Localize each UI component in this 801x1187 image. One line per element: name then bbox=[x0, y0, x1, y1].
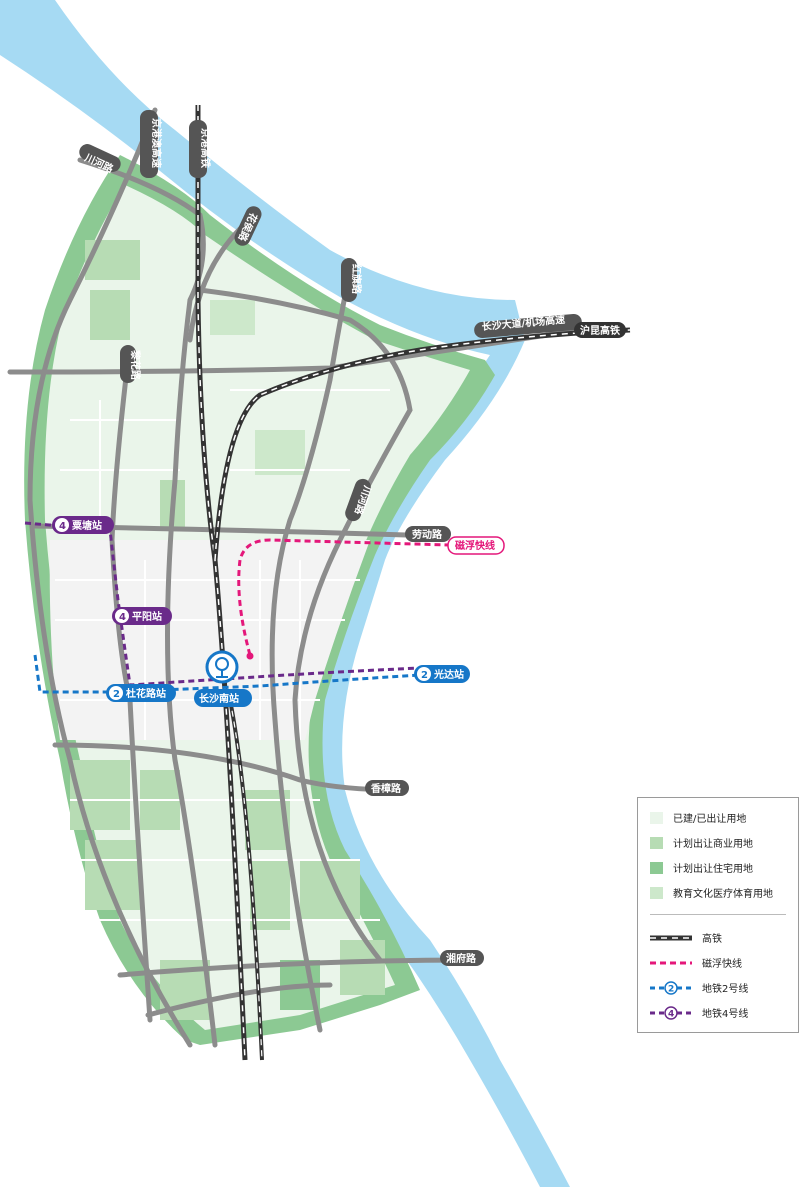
road-labels: 京港澳高速 京港高铁 川河路 花侯路 红旗路 长沙大道/机场高速 沪昆高铁 黎花… bbox=[79, 110, 626, 966]
parcel-residential bbox=[250, 860, 290, 930]
line4-badge-icon bbox=[55, 518, 69, 532]
legend-row-built: 已建/已出让用地 bbox=[650, 810, 746, 825]
road-label-laodong: 劳动路 bbox=[412, 528, 443, 541]
station-pingyang: 平阳站 bbox=[132, 610, 162, 623]
station-label-badge bbox=[194, 689, 252, 707]
legend-row-metro4: 4 地铁4号线 bbox=[650, 1005, 748, 1020]
metro2-legend-icon: 2 bbox=[650, 980, 692, 995]
parcel-commercial bbox=[85, 240, 140, 280]
legend-row-metro2: 2 地铁2号线 bbox=[650, 980, 748, 995]
road-label-xiangzhang: 香樟路 bbox=[371, 782, 402, 795]
commercial-swatch bbox=[650, 836, 663, 849]
parcel-commercial bbox=[210, 300, 255, 335]
road-lihua bbox=[109, 357, 153, 1023]
hsr-lines bbox=[195, 105, 631, 1061]
metro4-legend-number: 4 bbox=[668, 1009, 674, 1019]
residential-swatch bbox=[650, 861, 663, 874]
road-label-hongqi: 红旗路 bbox=[350, 264, 363, 295]
parcel-commercial bbox=[90, 290, 130, 340]
station-labels: 4 粟塘站 4 平阳站 2 杜花路站 2 光达站 磁浮快线 长沙南站 bbox=[52, 516, 505, 707]
road-label-badge bbox=[405, 526, 451, 542]
metro4-legend-icon: 4 bbox=[650, 1005, 692, 1020]
road-label-badge bbox=[120, 345, 136, 383]
road-label-badge bbox=[341, 258, 357, 302]
road-label-xiangfu: 湘府路 bbox=[446, 952, 477, 965]
line4-badge-icon bbox=[115, 609, 129, 623]
station-label-badge bbox=[52, 516, 114, 534]
road-label-badge bbox=[574, 322, 626, 338]
legend-row-maglev: 磁浮快线 bbox=[650, 955, 742, 970]
legend-metro2-label: 地铁2号线 bbox=[702, 984, 749, 995]
legend-metro4-label: 地铁4号线 bbox=[702, 1009, 749, 1020]
line4-badge-number: 4 bbox=[119, 612, 126, 623]
line4-badge-number: 4 bbox=[59, 521, 66, 532]
line2-badge-icon bbox=[109, 686, 123, 700]
road-label-hukun-hsr: 沪昆高铁 bbox=[580, 324, 620, 337]
rail-station-icon-stem bbox=[216, 670, 228, 678]
legend-divider bbox=[650, 914, 786, 915]
maglev-legend-icon bbox=[650, 961, 692, 964]
legend-built-label: 已建/已出让用地 bbox=[673, 814, 747, 825]
station-duhualu: 杜花路站 bbox=[126, 687, 166, 700]
road-jinggang-expressway bbox=[27, 107, 193, 1048]
station-guangda: 光达站 bbox=[433, 668, 464, 681]
road-label-badge bbox=[365, 780, 409, 796]
road-label-badge bbox=[345, 478, 371, 522]
road-label-jinggang-expressway: 京港澳高速 bbox=[150, 118, 163, 168]
maglev-label-badge bbox=[447, 536, 505, 555]
road-label-badge bbox=[440, 950, 484, 966]
road-label-badge bbox=[140, 110, 158, 178]
map-legend: 已建/已出让用地 计划出让商业用地 计划出让住宅用地 教育文化医疗体育用地 高铁… bbox=[637, 797, 799, 1033]
legend-row-hsr: 高铁 bbox=[650, 930, 722, 945]
legend-commercial-label: 计划出让商业用地 bbox=[673, 839, 753, 850]
legend-residential-label: 计划出让住宅用地 bbox=[673, 864, 753, 875]
line2-badge-icon bbox=[417, 667, 431, 681]
parcel-residential bbox=[340, 940, 385, 995]
legend-row-commercial: 计划出让商业用地 bbox=[650, 835, 753, 850]
road-label-lihua: 黎花路 bbox=[129, 350, 142, 381]
education-swatch bbox=[650, 886, 663, 899]
road-label-jinggang-hsr: 京港高铁 bbox=[199, 128, 212, 168]
road-xiangfu bbox=[117, 957, 473, 978]
metro2-legend-number: 2 bbox=[668, 984, 674, 994]
road-xiangzhang bbox=[52, 742, 403, 793]
road-label-badge bbox=[189, 120, 207, 178]
station-litang: 粟塘站 bbox=[71, 519, 102, 532]
river bbox=[0, 0, 570, 1187]
line2-badge-number: 2 bbox=[113, 689, 120, 700]
line2-badge-number: 2 bbox=[421, 670, 428, 681]
road-secondary-south bbox=[145, 982, 333, 1018]
parcel-commercial bbox=[255, 430, 305, 475]
legend-hsr-label: 高铁 bbox=[702, 934, 722, 945]
metro-line-4 bbox=[24, 521, 421, 687]
maglev-terminus bbox=[246, 652, 254, 660]
maglev-line-label: 磁浮快线 bbox=[455, 539, 495, 552]
maglev-line bbox=[237, 538, 451, 656]
station-label-badge bbox=[106, 684, 176, 702]
rail-station-icon bbox=[205, 650, 239, 684]
hsr-legend-icon bbox=[650, 935, 692, 940]
legend-maglev-label: 磁浮快线 bbox=[702, 959, 742, 970]
road-label-badge bbox=[234, 206, 262, 246]
built-swatch bbox=[650, 811, 663, 824]
road-label-badge bbox=[79, 144, 121, 172]
legend-row-residential: 计划出让住宅用地 bbox=[650, 860, 753, 875]
legend-row-education: 教育文化医疗体育用地 bbox=[650, 885, 773, 900]
legend-education-label: 教育文化医疗体育用地 bbox=[673, 889, 773, 900]
station-changsha-south: 长沙南站 bbox=[199, 692, 239, 705]
metro-line-2 bbox=[33, 654, 421, 694]
road-label-badge bbox=[474, 313, 582, 339]
